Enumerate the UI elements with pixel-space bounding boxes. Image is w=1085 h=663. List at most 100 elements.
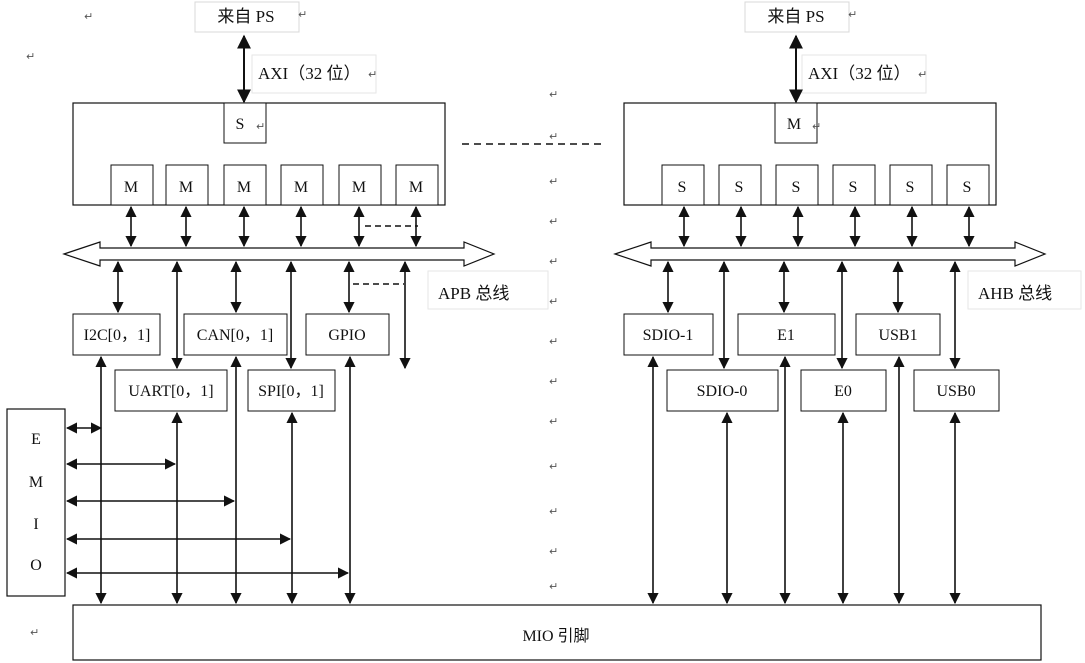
master-port-right <box>774 102 818 144</box>
e1-device-box <box>737 313 836 356</box>
spi-device-box <box>247 369 336 412</box>
from-ps-label-left: 来自 PS <box>217 7 274 26</box>
slave-port-label: S <box>849 179 858 196</box>
mio-pins-label: MIO 引脚 <box>522 627 589 645</box>
axi-label-left: AXI（32 位） <box>258 64 360 83</box>
slave-port-label: S <box>963 179 972 196</box>
paragraph-mark: ↵ <box>298 8 307 21</box>
paragraph-mark: ↵ <box>918 68 927 81</box>
usb1-device-label: USB1 <box>878 327 917 344</box>
emio-letter-o: O <box>30 557 42 574</box>
slave-port-label: S <box>678 179 687 196</box>
e1-device-label: E1 <box>777 327 795 344</box>
from-ps-label-right: 来自 PS <box>767 7 824 26</box>
slave-port-box <box>661 164 705 206</box>
paragraph-mark: ↵ <box>549 375 558 388</box>
can-device-label: CAN[0，1] <box>197 327 273 344</box>
ahb-label-box <box>967 270 1082 310</box>
master-port-box <box>338 164 382 206</box>
paragraph-mark: ↵ <box>84 10 93 23</box>
sdio0-device-label: SDIO-0 <box>697 383 748 400</box>
paragraph-mark: ↵ <box>549 215 558 228</box>
slave-port-left-label: S <box>236 116 245 133</box>
slave-port-box <box>775 164 819 206</box>
gpio-device-label: GPIO <box>328 327 365 344</box>
apb-label-box <box>427 270 549 310</box>
emio-letter-i: I <box>33 516 38 533</box>
master-port-label: M <box>237 179 251 196</box>
slave-port-label: S <box>906 179 915 196</box>
uart-device-label: UART[0，1] <box>128 383 213 400</box>
master-port-label: M <box>409 179 423 196</box>
master-port-box <box>395 164 439 206</box>
axi-label-box-left <box>251 54 377 94</box>
paragraph-mark: ↵ <box>549 130 558 143</box>
slave-port-label: S <box>735 179 744 196</box>
sdio1-device-label: SDIO-1 <box>643 327 694 344</box>
paragraph-mark: ↵ <box>549 460 558 473</box>
paragraph-mark: ↵ <box>848 8 857 21</box>
sdio1-device-box <box>623 313 714 356</box>
usb1-device-box <box>855 313 941 356</box>
paragraph-mark: ↵ <box>549 335 558 348</box>
from-ps-label-box-left <box>194 1 300 33</box>
paragraph-mark: ↵ <box>549 295 558 308</box>
paragraph-mark: ↵ <box>549 580 558 593</box>
slave-port-left <box>223 102 267 144</box>
master-port-box <box>223 164 267 206</box>
usb0-device-label: USB0 <box>936 383 975 400</box>
emio-letter-m: M <box>29 474 43 491</box>
ahb-bus-arrow <box>613 241 1047 267</box>
paragraph-mark: ↵ <box>549 415 558 428</box>
paragraph-mark: ↵ <box>30 626 39 639</box>
left-link-arrows <box>65 260 411 605</box>
slave-port-label: S <box>792 179 801 196</box>
ahb-label: AHB 总线 <box>978 284 1052 303</box>
axi-label-right: AXI（32 位） <box>808 64 910 83</box>
from-ps-label-box-right <box>744 1 850 33</box>
i2c-device-label: I2C[0，1] <box>84 327 151 344</box>
e0-device-label: E0 <box>834 383 852 400</box>
apb-bus-arrow <box>62 241 496 267</box>
master-port-label: M <box>124 179 138 196</box>
slave-port-box <box>718 164 762 206</box>
mio-pins-box <box>72 604 1042 661</box>
paragraph-mark: ↵ <box>549 175 558 188</box>
slave-port-box <box>946 164 990 206</box>
master-port-label: M <box>294 179 308 196</box>
uart-device-box <box>114 369 228 412</box>
emio-box <box>6 408 66 597</box>
master-port-label: M <box>352 179 366 196</box>
port-bus-arrows-left <box>125 205 422 248</box>
e0-device-box <box>800 369 887 412</box>
paragraph-mark: ↵ <box>256 120 265 133</box>
paragraph-marks: ↵ ↵ ↵ ↵ ↵ ↵ ↵ ↵ ↵ ↵ ↵ ↵ ↵ ↵ ↵ ↵ ↵ ↵ ↵ ↵ ↵ ↵ <box>26 8 927 639</box>
paragraph-mark: ↵ <box>26 50 35 63</box>
port-bus-arrows-right <box>678 205 975 248</box>
i2c-device-box <box>72 313 161 356</box>
master-port-box <box>110 164 154 206</box>
spi-device-label: SPI[0，1] <box>258 383 324 400</box>
usb0-device-box <box>913 369 1000 412</box>
axi-label-box-right <box>801 54 927 94</box>
gpio-device-box <box>305 313 390 356</box>
paragraph-mark: ↵ <box>549 505 558 518</box>
emio-letter-e: E <box>31 431 41 448</box>
paragraph-mark: ↵ <box>812 120 821 133</box>
sdio0-device-box <box>666 369 779 412</box>
apb-label: APB 总线 <box>438 284 509 303</box>
paragraph-mark: ↵ <box>549 88 558 101</box>
paragraph-mark: ↵ <box>549 545 558 558</box>
paragraph-mark: ↵ <box>549 255 558 268</box>
paragraph-mark: ↵ <box>368 68 377 81</box>
master-port-label: M <box>179 179 193 196</box>
right-link-arrows <box>647 260 961 605</box>
slave-port-box <box>889 164 933 206</box>
slave-port-box <box>832 164 876 206</box>
master-port-box <box>165 164 209 206</box>
can-device-box <box>183 313 288 356</box>
